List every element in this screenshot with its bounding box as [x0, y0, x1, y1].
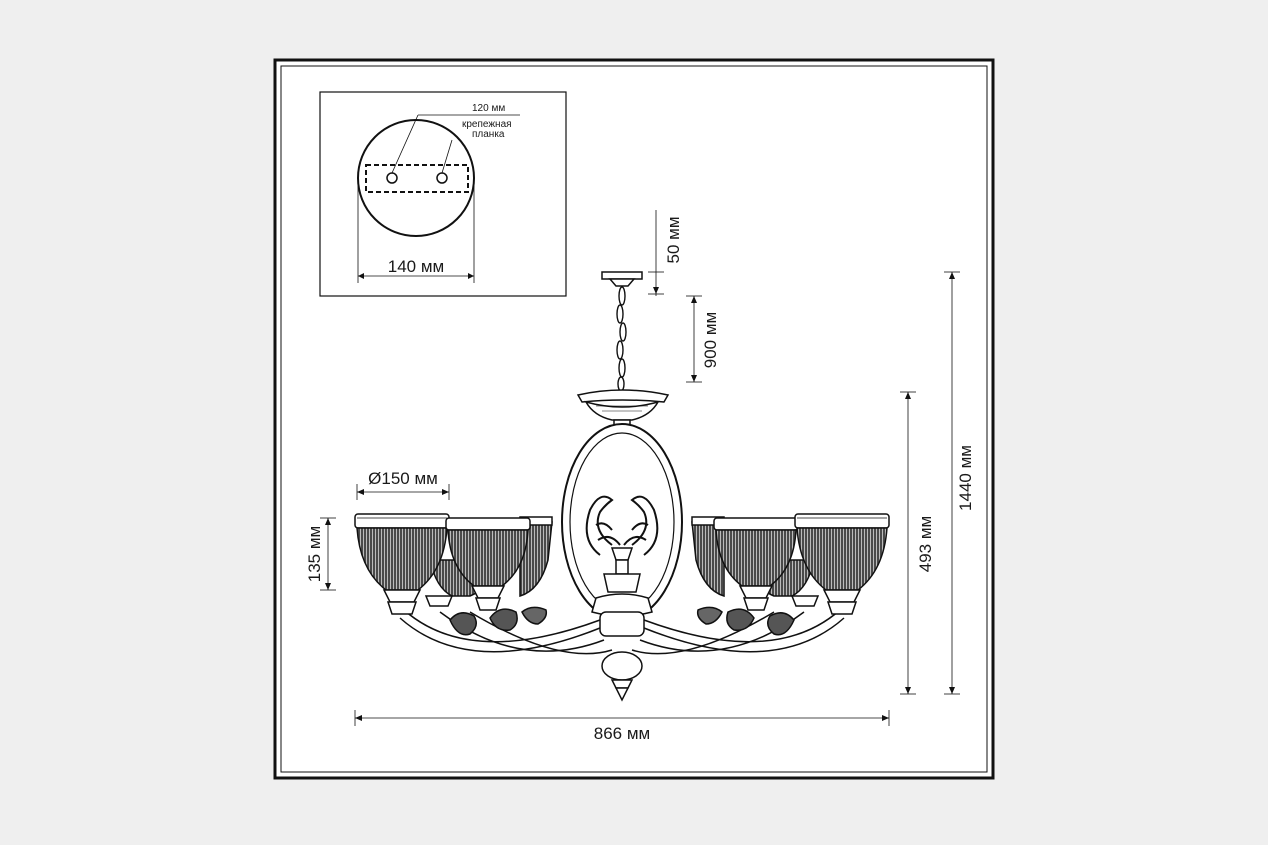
plate-label-line1: крепежная [462, 119, 512, 130]
dimension-lines [320, 210, 960, 726]
shade-rear-left [519, 516, 553, 598]
chain-length-label: 900 мм [701, 312, 720, 368]
screw-hole-right [436, 172, 448, 184]
shade-diameter-label: Ø150 мм [368, 469, 438, 488]
shade-front-left [354, 513, 450, 615]
body-height-label: 493 мм [916, 516, 935, 572]
canopy-and-chain [601, 271, 643, 392]
chandelier-arms [399, 606, 845, 655]
dimension-arrows [325, 272, 955, 721]
screw-hole-left [386, 172, 398, 184]
mounting-plate-inset: 120 мм крепежная планка 140 мм [319, 91, 567, 297]
shade-rear-right [691, 516, 725, 598]
mounting-bar [365, 164, 469, 193]
total-width-label: 866 мм [594, 724, 650, 743]
shade-second-right [713, 517, 820, 611]
canopy-circle [357, 119, 475, 237]
total-height-label: 1440 мм [956, 445, 975, 511]
shade-front-right [794, 513, 890, 615]
canopy-height-label: 50 мм [664, 216, 683, 263]
dimension-labels: 50 мм 900 мм Ø150 мм 135 мм 493 мм 1440 … [305, 216, 975, 743]
canopy-diameter-label: 140 мм [388, 257, 444, 276]
lamp-shades [354, 513, 890, 615]
shade-second-left [424, 517, 531, 611]
plate-label-line2: планка [472, 129, 505, 140]
chandelier-body [561, 389, 683, 702]
screw-spacing-label: 120 мм [472, 103, 505, 114]
shade-height-label: 135 мм [305, 526, 324, 582]
